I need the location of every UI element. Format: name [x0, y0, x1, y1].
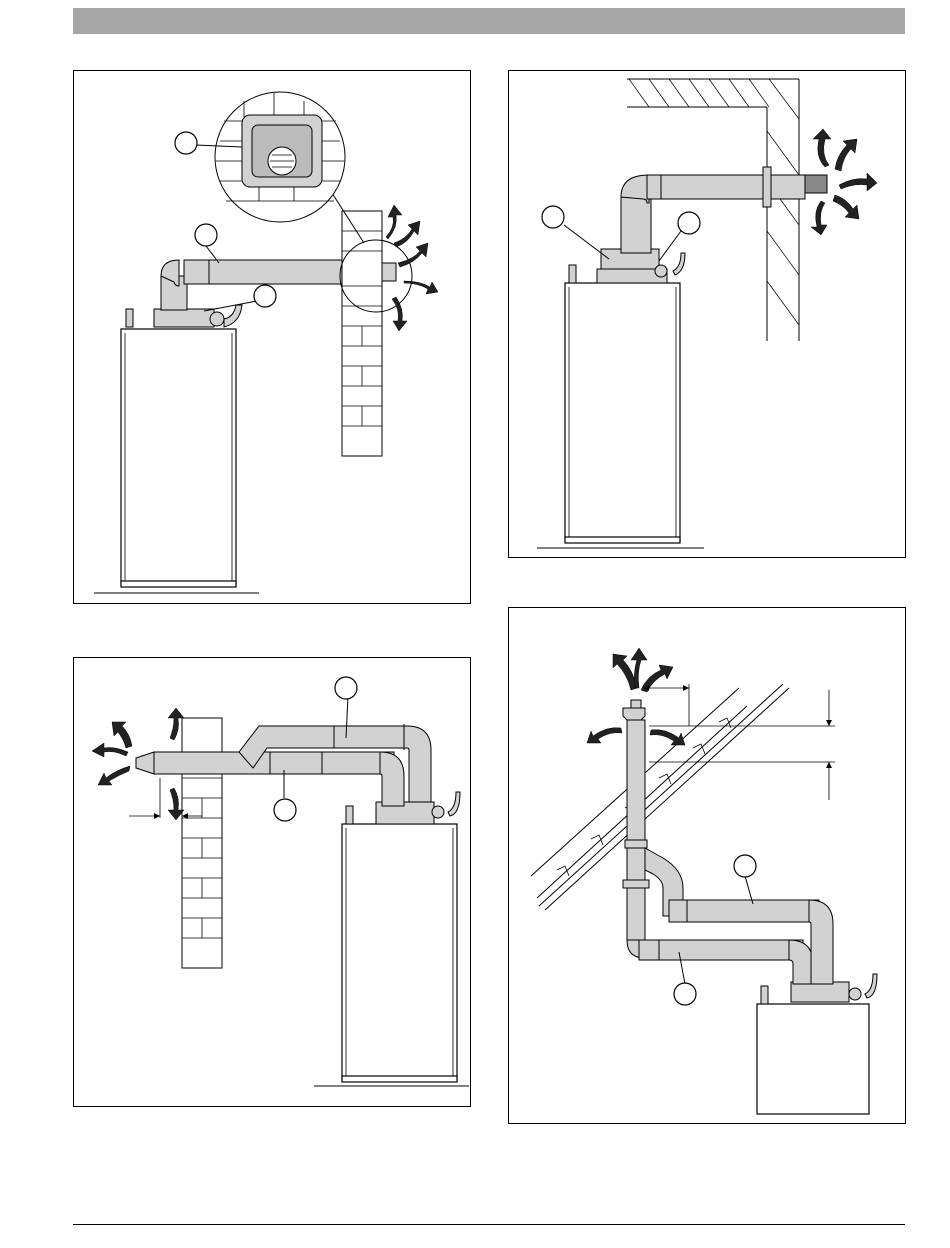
brick-wall — [342, 211, 382, 456]
callout-3 — [254, 285, 276, 307]
callout-1 — [734, 855, 756, 877]
boiler-cabinet — [342, 824, 457, 1080]
diagram-split-wall-terminal — [73, 657, 471, 1107]
flue-riser — [621, 197, 651, 253]
boiler-cabinet — [757, 1004, 869, 1114]
footer-rule — [73, 1224, 905, 1225]
header-bar — [73, 8, 905, 34]
diagram-roof-terminal — [508, 607, 906, 1124]
upper-horizontal-pipe — [669, 900, 819, 922]
callout-2 — [195, 224, 217, 246]
callout-2 — [678, 212, 700, 234]
diagram-horizontal-wall-terminal — [73, 70, 471, 604]
callout-2 — [274, 799, 296, 821]
callout-2 — [674, 983, 696, 1005]
callout-1 — [542, 206, 564, 228]
boiler-cabinet — [121, 329, 236, 585]
flue-adapter — [791, 982, 849, 1002]
diagram-corner-wall-terminal — [508, 70, 906, 558]
vertical-flue-pipe — [627, 720, 645, 940]
terminal-detail-magnified — [215, 92, 345, 222]
lower-horizontal-pipe — [639, 940, 803, 960]
horizontal-flue-pipe — [647, 175, 805, 199]
callout-1 — [335, 677, 357, 699]
exhaust-pipe — [154, 752, 394, 774]
callout-1 — [175, 132, 197, 154]
boiler-cabinet — [565, 283, 680, 541]
flue-adapter — [154, 309, 214, 327]
